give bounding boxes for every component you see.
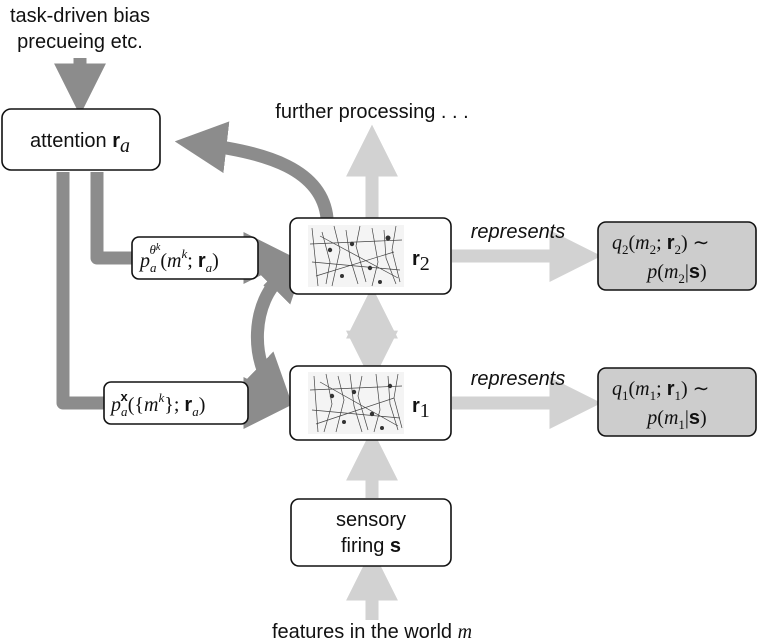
attention-to-ptheta-path [90, 172, 132, 265]
further-processing-label: further processing . . . [275, 101, 468, 123]
p-theta-formula: paθk(mk; ra) [138, 242, 219, 275]
r2-feedback-to-attention-arrow [174, 121, 334, 220]
q2-formula-line1: q2(m2; r2) ∼ [612, 232, 709, 257]
represents-label-r2: represents [471, 221, 566, 243]
attention-label: attention ra [30, 130, 130, 157]
attention-to-px-path [56, 172, 104, 410]
q1-formula-line1: q1(m1; r1) ∼ [612, 378, 709, 403]
precueing-label: precueing etc. [17, 31, 143, 53]
sensory-box [290, 498, 452, 567]
r1-r2-curved-arrow-top-head [253, 249, 309, 305]
q1-formula-line2: p(m1|s) [645, 407, 706, 432]
q1-box [597, 367, 757, 437]
p-theta-box [131, 236, 259, 280]
features-label: features in the world m [272, 621, 472, 643]
q2-formula-line2: p(m2|s) [645, 261, 706, 286]
r2-neuron-illustration [308, 225, 404, 287]
r1-label: r1 [412, 395, 430, 422]
attention-box [1, 108, 161, 171]
q2-box [597, 221, 757, 291]
r1-neuron-illustration [308, 372, 404, 434]
sensory-firing-label: firing s [341, 535, 401, 557]
task-bias-label: task-driven bias [10, 5, 150, 27]
represents-label-r1: represents [471, 368, 566, 390]
sensory-label: sensory [336, 509, 406, 531]
p-x-box [103, 381, 249, 425]
p-x-formula: pax({mk}; ra) [109, 389, 205, 419]
r2-label: r2 [412, 248, 430, 275]
